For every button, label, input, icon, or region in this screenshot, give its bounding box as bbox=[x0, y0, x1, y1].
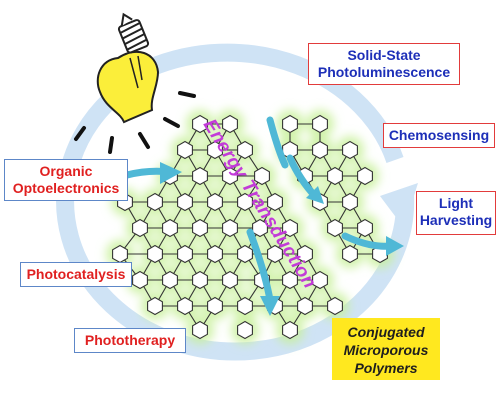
benzene-ring bbox=[192, 218, 208, 238]
benzene-ring bbox=[237, 140, 253, 160]
benzene-ring bbox=[222, 270, 238, 290]
benzene-ring bbox=[342, 244, 358, 264]
solid-state-line2: Photoluminescence bbox=[317, 64, 451, 80]
benzene-ring bbox=[282, 320, 298, 340]
benzene-ring bbox=[237, 244, 253, 264]
benzene-ring bbox=[177, 140, 193, 160]
cmp-line3: Polymers bbox=[354, 360, 418, 376]
benzene-ring bbox=[192, 114, 208, 134]
benzene-ring bbox=[297, 244, 313, 264]
solid-state-line1: Solid-State bbox=[347, 47, 421, 63]
benzene-ring bbox=[177, 296, 193, 316]
benzene-ring bbox=[207, 192, 223, 212]
photocatalysis-text: Photocatalysis bbox=[26, 266, 126, 282]
benzene-ring bbox=[312, 270, 328, 290]
benzene-ring bbox=[282, 218, 298, 238]
benzene-ring bbox=[177, 192, 193, 212]
benzene-ring bbox=[132, 218, 148, 238]
organic-line1: Organic bbox=[39, 163, 93, 179]
benzene-ring bbox=[132, 270, 148, 290]
benzene-ring bbox=[147, 296, 163, 316]
light-rays-icon bbox=[74, 91, 196, 154]
organic-line2: Optoelectronics bbox=[12, 180, 120, 196]
benzene-ring bbox=[222, 166, 238, 186]
benzene-ring bbox=[237, 320, 253, 340]
light-line1: Light bbox=[438, 195, 474, 211]
benzene-ring bbox=[237, 296, 253, 316]
benzene-ring bbox=[254, 166, 270, 186]
benzene-ring bbox=[267, 244, 283, 264]
benzene-ring bbox=[222, 218, 238, 238]
benzene-ring bbox=[237, 192, 253, 212]
benzene-ring bbox=[177, 244, 193, 264]
benzene-ring bbox=[342, 140, 358, 160]
light-line2: Harvesting bbox=[419, 212, 493, 228]
benzene-ring bbox=[112, 244, 128, 264]
benzene-ring bbox=[267, 192, 283, 212]
benzene-ring bbox=[147, 244, 163, 264]
photocatalysis-label: Photocatalysis bbox=[20, 262, 132, 287]
benzene-ring bbox=[192, 166, 208, 186]
benzene-ring bbox=[162, 218, 178, 238]
benzene-ring bbox=[357, 166, 373, 186]
benzene-ring bbox=[222, 114, 238, 134]
energy-flow-arrowheads bbox=[160, 162, 404, 316]
cmp-line1: Conjugated bbox=[347, 324, 425, 340]
benzene-ring bbox=[342, 192, 358, 212]
benzene-ring bbox=[327, 296, 343, 316]
benzene-ring bbox=[207, 296, 223, 316]
benzene-ring bbox=[192, 320, 208, 340]
benzene-ring bbox=[282, 270, 298, 290]
benzene-ring bbox=[162, 270, 178, 290]
benzene-ring bbox=[297, 296, 313, 316]
benzene-ring bbox=[207, 244, 223, 264]
light-harvesting-label: Light Harvesting bbox=[416, 191, 496, 235]
cmp-line2: Microporous bbox=[343, 342, 429, 358]
benzene-ring bbox=[147, 192, 163, 212]
benzene-ring bbox=[327, 218, 343, 238]
phototherapy-label: Phototherapy bbox=[74, 328, 186, 353]
benzene-ring bbox=[357, 218, 373, 238]
benzene-ring bbox=[282, 114, 298, 134]
solid-state-photoluminescence-label: Solid-State Photoluminescence bbox=[308, 43, 460, 85]
benzene-ring bbox=[312, 114, 328, 134]
light-bulb-icon bbox=[96, 12, 160, 124]
chemosensing-text: Chemosensing bbox=[388, 127, 490, 143]
benzene-ring bbox=[192, 270, 208, 290]
phototherapy-text: Phototherapy bbox=[84, 332, 176, 348]
organic-optoelectronics-label: Organic Optoelectronics bbox=[4, 159, 128, 201]
benzene-ring bbox=[312, 140, 328, 160]
benzene-ring bbox=[207, 140, 223, 160]
benzene-ring bbox=[327, 166, 343, 186]
benzene-ring bbox=[252, 218, 268, 238]
chemosensing-label: Chemosensing bbox=[383, 123, 495, 148]
conjugated-microporous-polymers-box: Conjugated Microporous Polymers bbox=[332, 318, 440, 380]
